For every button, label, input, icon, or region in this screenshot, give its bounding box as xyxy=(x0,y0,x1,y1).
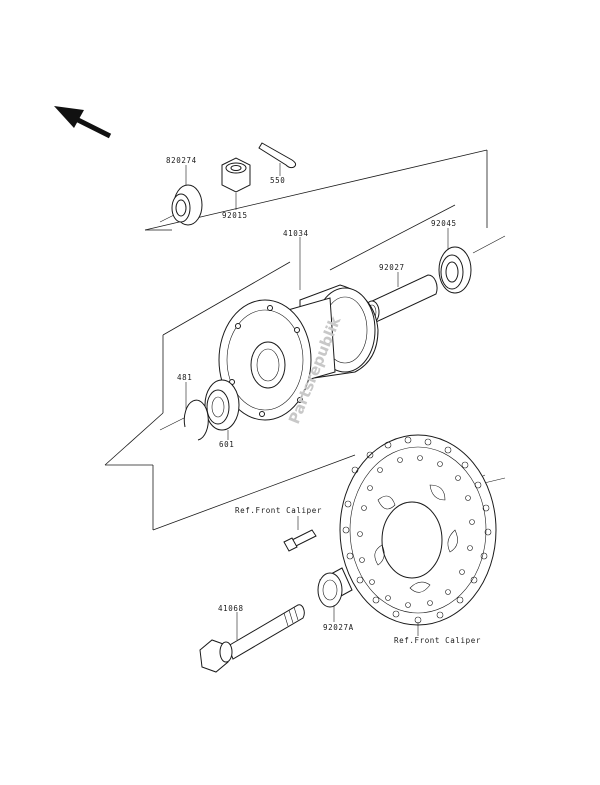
label-550: 550 xyxy=(270,176,285,185)
label-92015: 92015 xyxy=(222,211,248,220)
label-92027: 92027 xyxy=(379,263,405,272)
circlip-481 xyxy=(183,399,209,441)
label-41068: 41068 xyxy=(218,604,244,613)
label-41034: 41034 xyxy=(283,229,309,238)
label-481: 481 xyxy=(177,373,192,382)
bearing-92045 xyxy=(438,246,472,294)
hub-41034 xyxy=(218,284,379,421)
nut-92015 xyxy=(221,157,251,193)
cotter-pin-550 xyxy=(258,142,297,169)
label-92027a: 92027A xyxy=(323,623,354,632)
label-92045: 92045 xyxy=(431,219,457,228)
label-601: 601 xyxy=(219,440,234,449)
collar-92027a xyxy=(317,567,353,608)
part-labels: 820274 92015 550 41034 92027 92045 481 6… xyxy=(166,156,481,645)
brake-disc xyxy=(339,434,497,626)
disc-bolt xyxy=(283,529,317,552)
label-ref-front-caliper-2: Ref.Front Caliper xyxy=(394,636,481,645)
collar-820274-top xyxy=(171,184,203,226)
front-arrow-icon xyxy=(54,106,112,139)
leader-lines xyxy=(185,163,449,640)
bearing-601 xyxy=(204,379,240,431)
label-820274-top: 820274 xyxy=(166,156,197,165)
spacer-92027 xyxy=(364,274,438,324)
label-ref-front-caliper-1: Ref.Front Caliper xyxy=(235,506,322,515)
hub-group-outline xyxy=(104,204,456,531)
axle-41068 xyxy=(199,604,305,673)
top-group-outline xyxy=(144,149,488,231)
